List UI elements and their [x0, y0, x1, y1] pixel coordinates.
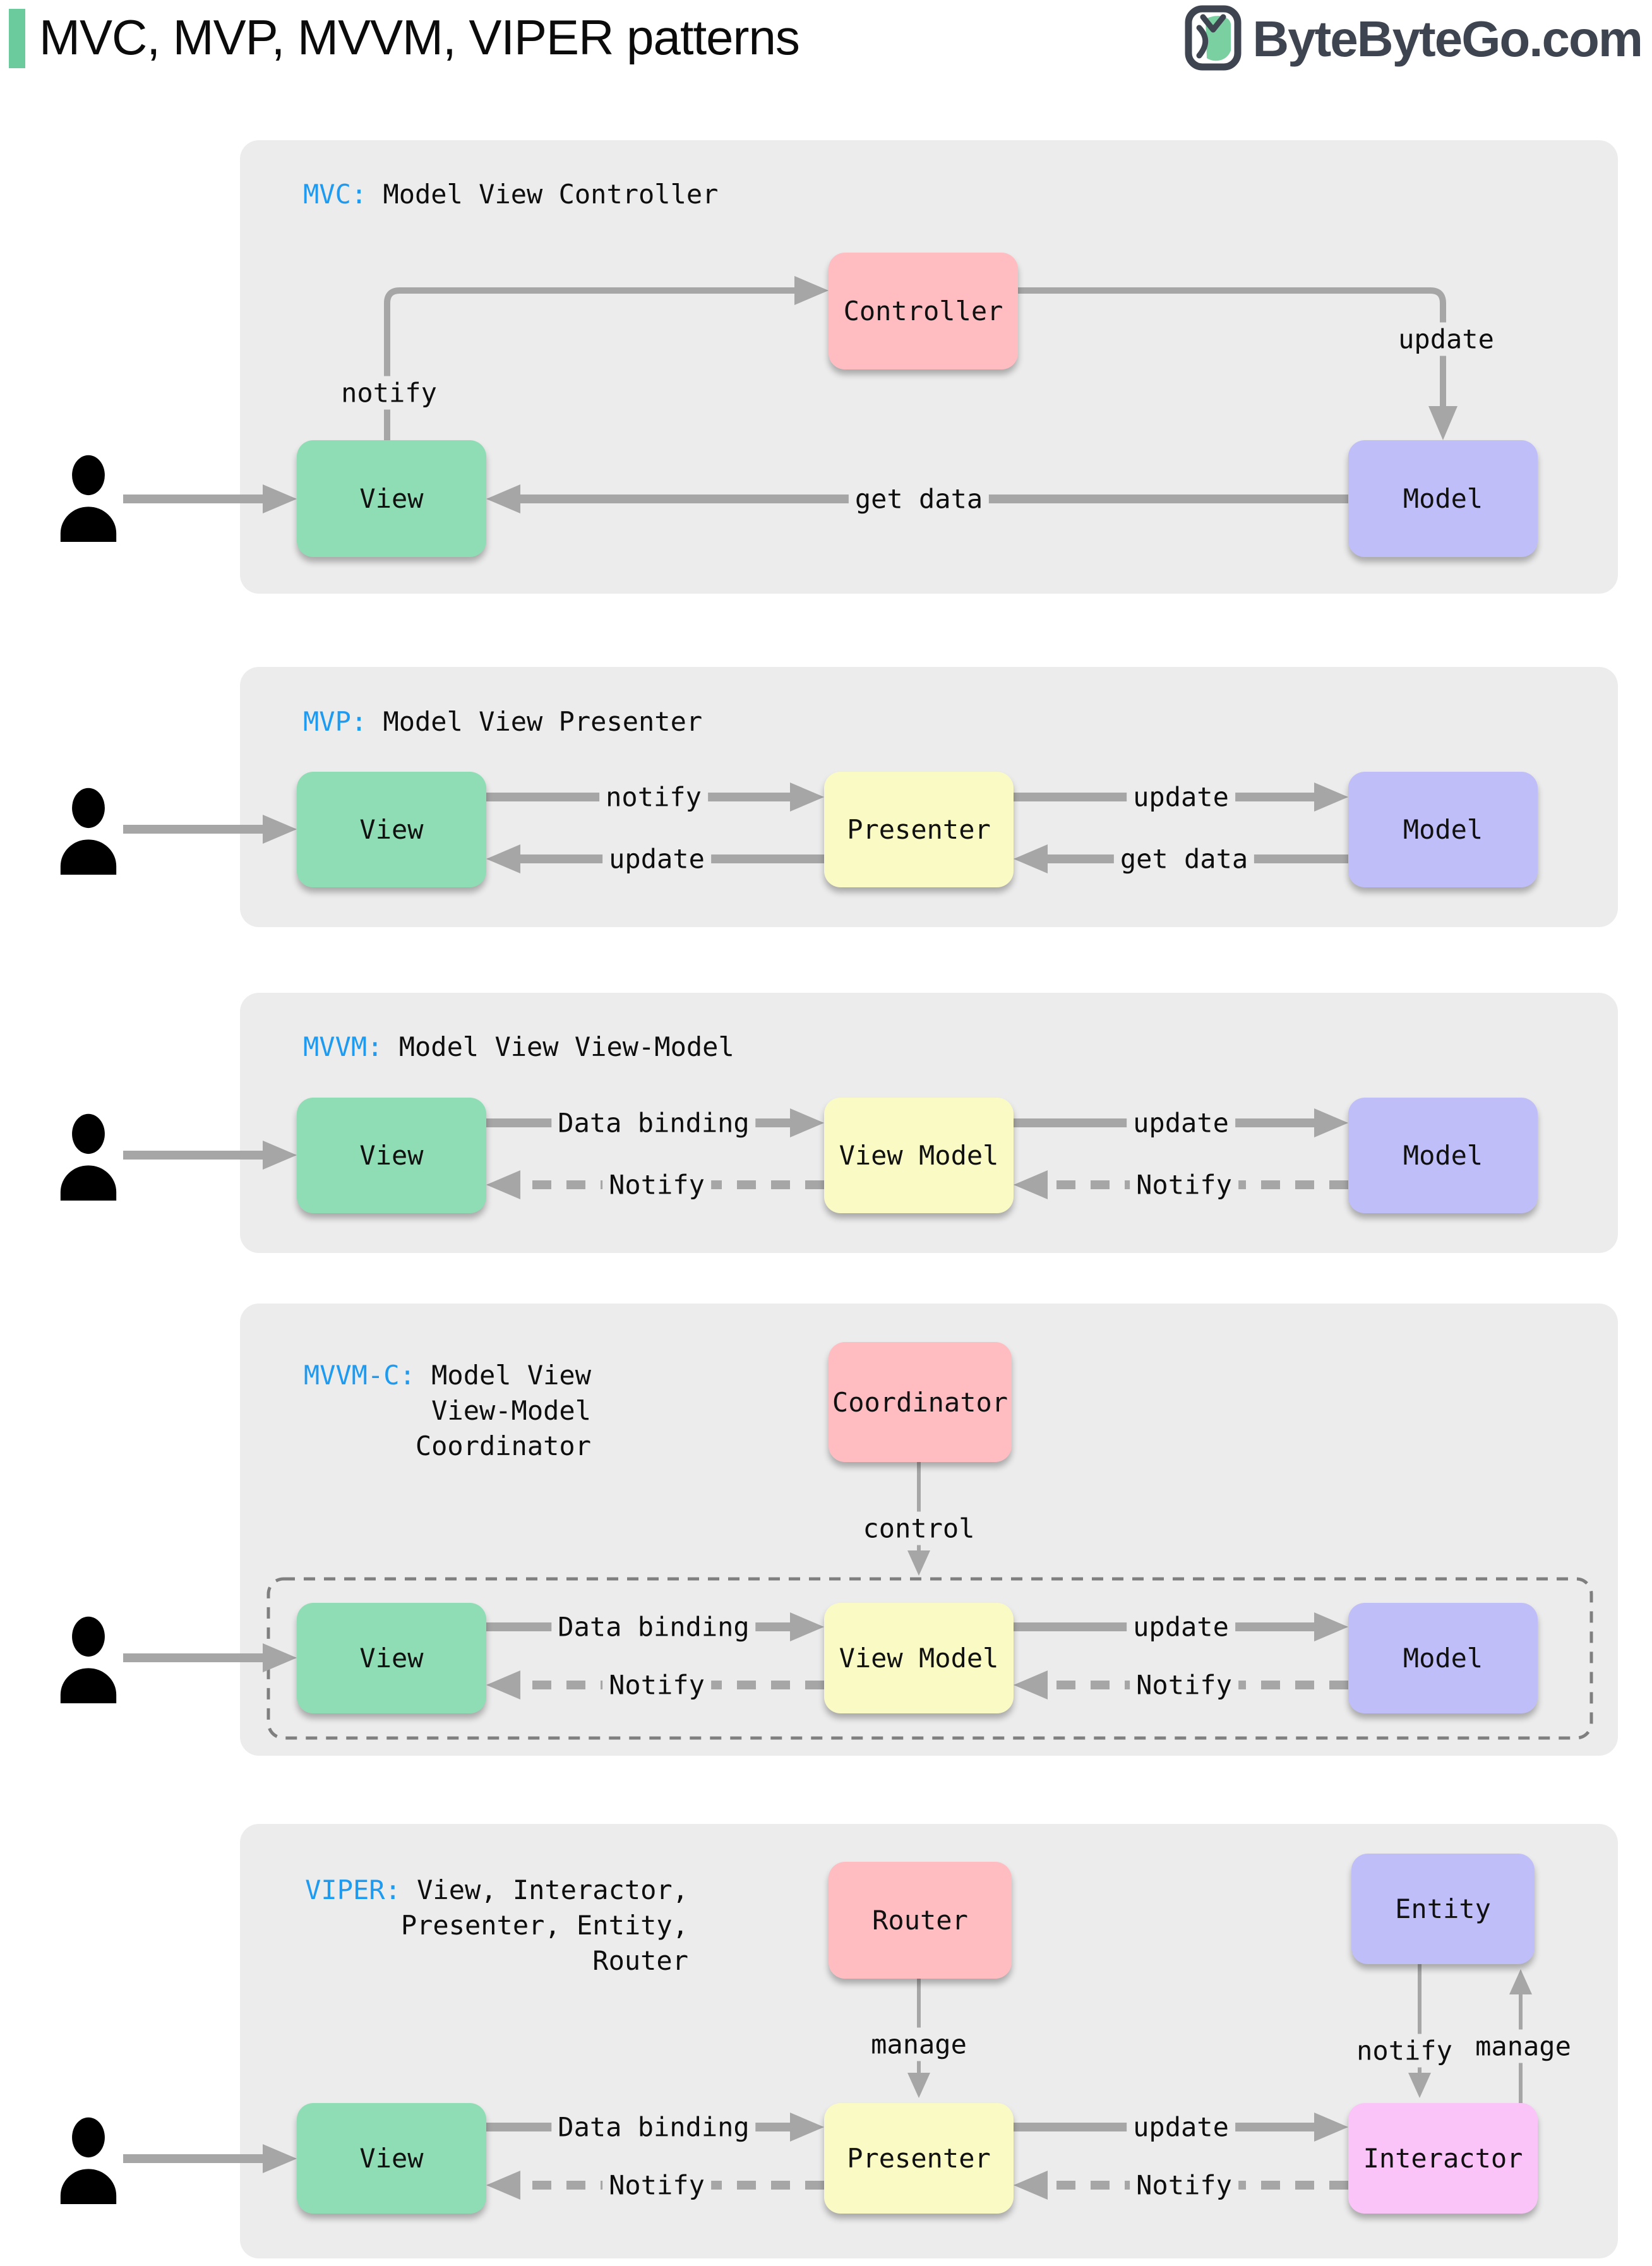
- mvc-notify-label: notify: [335, 376, 443, 410]
- bytebytego-owl-icon: [1184, 5, 1242, 73]
- mvvm-c-notify-vm-label: Notify: [1130, 1668, 1238, 1702]
- mvp-abbr: MVP:: [303, 706, 368, 737]
- mvvm-c-data-binding-label: Data binding: [551, 1610, 756, 1644]
- mvvm-view-box: View: [297, 1098, 486, 1213]
- mvc-controller-box: Controller: [829, 253, 1018, 369]
- person-icon: [60, 455, 117, 542]
- logo-text: ByteByteGo.com: [1252, 11, 1643, 67]
- mvvm-view-model-box: View Model: [824, 1098, 1014, 1213]
- mvc-view-box: View: [297, 440, 486, 557]
- mvp-model-box: Model: [1348, 772, 1538, 887]
- mvc-model-box: Model: [1348, 440, 1538, 557]
- viper-router-box: Router: [829, 1862, 1012, 1979]
- title-accent-bar: [9, 9, 25, 68]
- mvvm-c-coordinator-box: Coordinator: [829, 1342, 1012, 1462]
- mvp-title: MVP: Model View Presenter: [303, 704, 702, 740]
- mvc-title: MVC: Model View Controller: [303, 177, 718, 212]
- viper-title: VIPER: View, Interactor, Presenter, Enti…: [305, 1874, 688, 1976]
- viper-notify-interactor-label: notify: [1350, 2034, 1459, 2068]
- mvvm-c-abbr: MVVM-C:: [303, 1360, 416, 1391]
- mvvm-data-binding-label: Data binding: [551, 1106, 756, 1140]
- mvvm-c-update-label: update: [1127, 1610, 1235, 1644]
- viper-view-box: View: [297, 2103, 486, 2214]
- viper-notify-presenter-label: Notify: [1130, 2168, 1238, 2202]
- mvvm-c-view-model-box: View Model: [824, 1603, 1014, 1713]
- mvvm-c-view-box: View: [297, 1603, 486, 1713]
- viper-update-label: update: [1127, 2110, 1235, 2144]
- person-icon: [60, 1113, 117, 1201]
- mvp-update-model-label: update: [1127, 780, 1235, 814]
- mvvm-notify-view-label: Notify: [602, 1168, 711, 1202]
- mvvm-c-control-label: control: [856, 1511, 981, 1545]
- mvc-update-arrow: [1018, 287, 1457, 440]
- viper-presenter-box: Presenter: [824, 2103, 1014, 2214]
- viper-data-binding-label: Data binding: [551, 2110, 756, 2144]
- mvvm-notify-vm-label: Notify: [1130, 1168, 1238, 1202]
- mvvm-model-box: Model: [1348, 1098, 1538, 1213]
- person-icon: [60, 788, 117, 875]
- mvvm-update-label: update: [1127, 1106, 1235, 1140]
- mvvm-abbr: MVVM:: [303, 1031, 383, 1062]
- mvvm-c-title: MVVM-C: Model View View-Model Coordinato…: [303, 1360, 591, 1461]
- mvc-update-label: update: [1392, 322, 1500, 356]
- mvc-name: Model View Controller: [367, 179, 719, 210]
- viper-entity-box: Entity: [1351, 1854, 1535, 1964]
- viper-manage-entity-label: manage: [1469, 2029, 1577, 2063]
- viper-interactor-box: Interactor: [1348, 2103, 1538, 2214]
- mvp-update-view-label: update: [602, 842, 711, 876]
- mvvm-c-model-box: Model: [1348, 1603, 1538, 1713]
- mvc-get-data-label: get data: [848, 482, 990, 516]
- viper-abbr: VIPER:: [305, 1874, 401, 1905]
- mvp-name: Model View Presenter: [367, 706, 703, 737]
- person-icon: [60, 2117, 117, 2204]
- mvp-view-box: View: [297, 772, 486, 887]
- mvp-get-data-label: get data: [1113, 842, 1255, 876]
- viper-manage-presenter-label: manage: [865, 2027, 973, 2061]
- mvvm-name: Model View View-Model: [383, 1031, 734, 1062]
- mvp-notify-label: notify: [599, 780, 708, 814]
- person-icon: [60, 1616, 117, 1703]
- mvp-presenter-box: Presenter: [824, 772, 1014, 887]
- page-title: MVC, MVP, MVVM, VIPER patterns: [39, 9, 800, 65]
- mvc-notify-arrow: [384, 276, 829, 440]
- mvvm-c-notify-view-label: Notify: [602, 1668, 711, 1702]
- mvvm-title: MVVM: Model View View-Model: [303, 1029, 734, 1065]
- bytebytego-logo: ByteByteGo.com: [1184, 5, 1643, 73]
- mvc-abbr: MVC:: [303, 179, 368, 210]
- viper-notify-view-label: Notify: [602, 2168, 711, 2202]
